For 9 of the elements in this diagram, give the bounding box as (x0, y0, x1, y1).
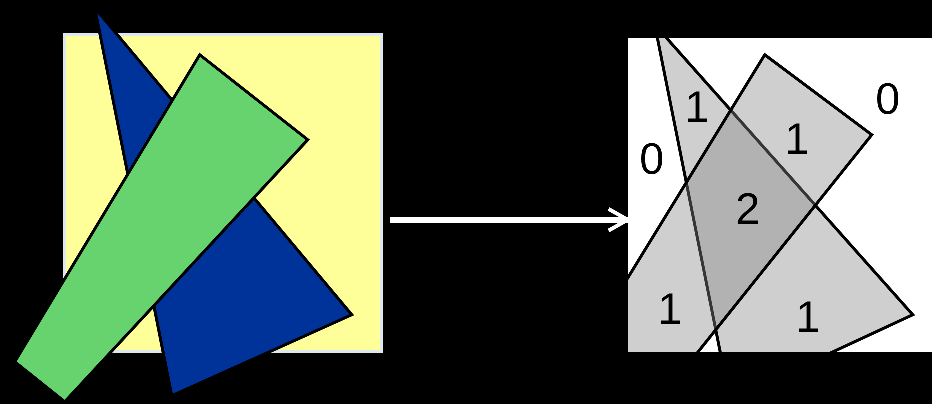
region-count: 1 (784, 118, 810, 162)
region-count: 0 (640, 138, 664, 182)
region-count: 1 (658, 288, 682, 332)
region-count: 2 (736, 188, 760, 232)
region-count: 0 (876, 78, 900, 122)
region-count: 1 (796, 296, 820, 340)
overlap-drawing (628, 38, 932, 352)
region-count: 1 (684, 86, 710, 130)
arrow (390, 207, 630, 233)
